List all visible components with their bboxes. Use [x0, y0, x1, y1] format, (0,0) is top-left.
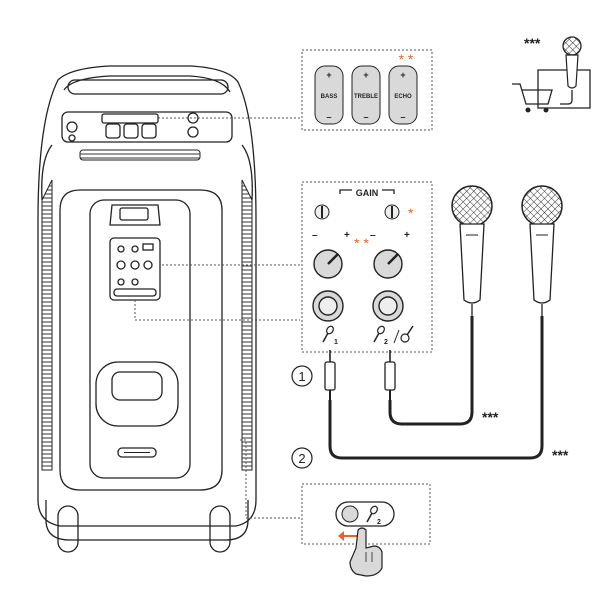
leader-lines — [134, 117, 300, 519]
step-1-number: 1 — [298, 369, 305, 384]
microphone-small-icon — [560, 36, 582, 105]
mic1-input-jack[interactable] — [312, 290, 344, 322]
mic-guitar-switch[interactable] — [335, 501, 395, 527]
echo-knob[interactable]: + ECHO – — [388, 65, 418, 125]
treble-label: TREBLE — [354, 94, 378, 100]
gain-label: GAIN — [356, 188, 379, 198]
echo-asterisks: * * — [399, 51, 414, 67]
volume-asterisks: * * — [354, 235, 369, 251]
mic-icon — [373, 325, 385, 343]
vol2-minus: – — [370, 230, 376, 241]
step-1: 1 — [291, 365, 313, 387]
echo-minus: – — [400, 112, 405, 122]
mic1-volume-knob[interactable] — [313, 249, 343, 279]
cable-asterisks-1: *** — [482, 409, 499, 425]
gain-screw-1[interactable] — [314, 204, 330, 220]
treble-minus: – — [363, 112, 368, 122]
step-2-number: 2 — [298, 451, 305, 466]
switch-mic-subscript: 2 — [377, 519, 381, 526]
cables: *** *** — [324, 316, 569, 463]
plug-1 — [324, 350, 336, 400]
bass-knob[interactable]: + BASS – — [314, 65, 344, 125]
shopping-cart-icon — [512, 83, 553, 113]
step-2: 2 — [291, 447, 313, 469]
gain-screw-2[interactable] — [384, 204, 400, 220]
hand-pointer-icon — [349, 527, 383, 577]
cable-asterisks-2: *** — [552, 447, 569, 463]
accessory-icon: *** — [512, 35, 591, 113]
microphone-1 — [451, 185, 493, 316]
switch-panel: 2 — [301, 483, 431, 577]
treble-plus: + — [363, 70, 368, 80]
bass-plus: + — [326, 70, 331, 80]
plug-2 — [384, 350, 396, 400]
echo-label: ECHO — [394, 94, 412, 100]
mic-icon — [366, 505, 378, 523]
echo-plus: + — [400, 70, 405, 80]
bass-minus: – — [326, 112, 331, 122]
mic2-subscript: 2 — [384, 339, 388, 346]
bass-label: BASS — [321, 94, 338, 100]
guitar-icon — [400, 325, 414, 343]
vol1-plus: + — [344, 230, 350, 241]
mic2-volume-knob[interactable] — [373, 249, 403, 279]
vol1-minus: – — [312, 230, 318, 241]
microphone-2 — [521, 185, 563, 316]
mic-panel: GAIN * – + – + * * — [301, 181, 433, 353]
mic2-input-jack[interactable] — [372, 290, 404, 322]
mic1-subscript: 1 — [334, 339, 338, 346]
accessory-asterisks: *** — [524, 35, 541, 51]
gain-asterisk: * — [408, 205, 414, 221]
vol2-plus: + — [404, 230, 410, 241]
eq-panel: + BASS – + TREBLE – + ECHO – * * — [301, 49, 433, 131]
mic-icon — [322, 325, 334, 343]
speaker — [37, 65, 257, 553]
treble-knob[interactable]: + TREBLE – — [351, 65, 381, 125]
